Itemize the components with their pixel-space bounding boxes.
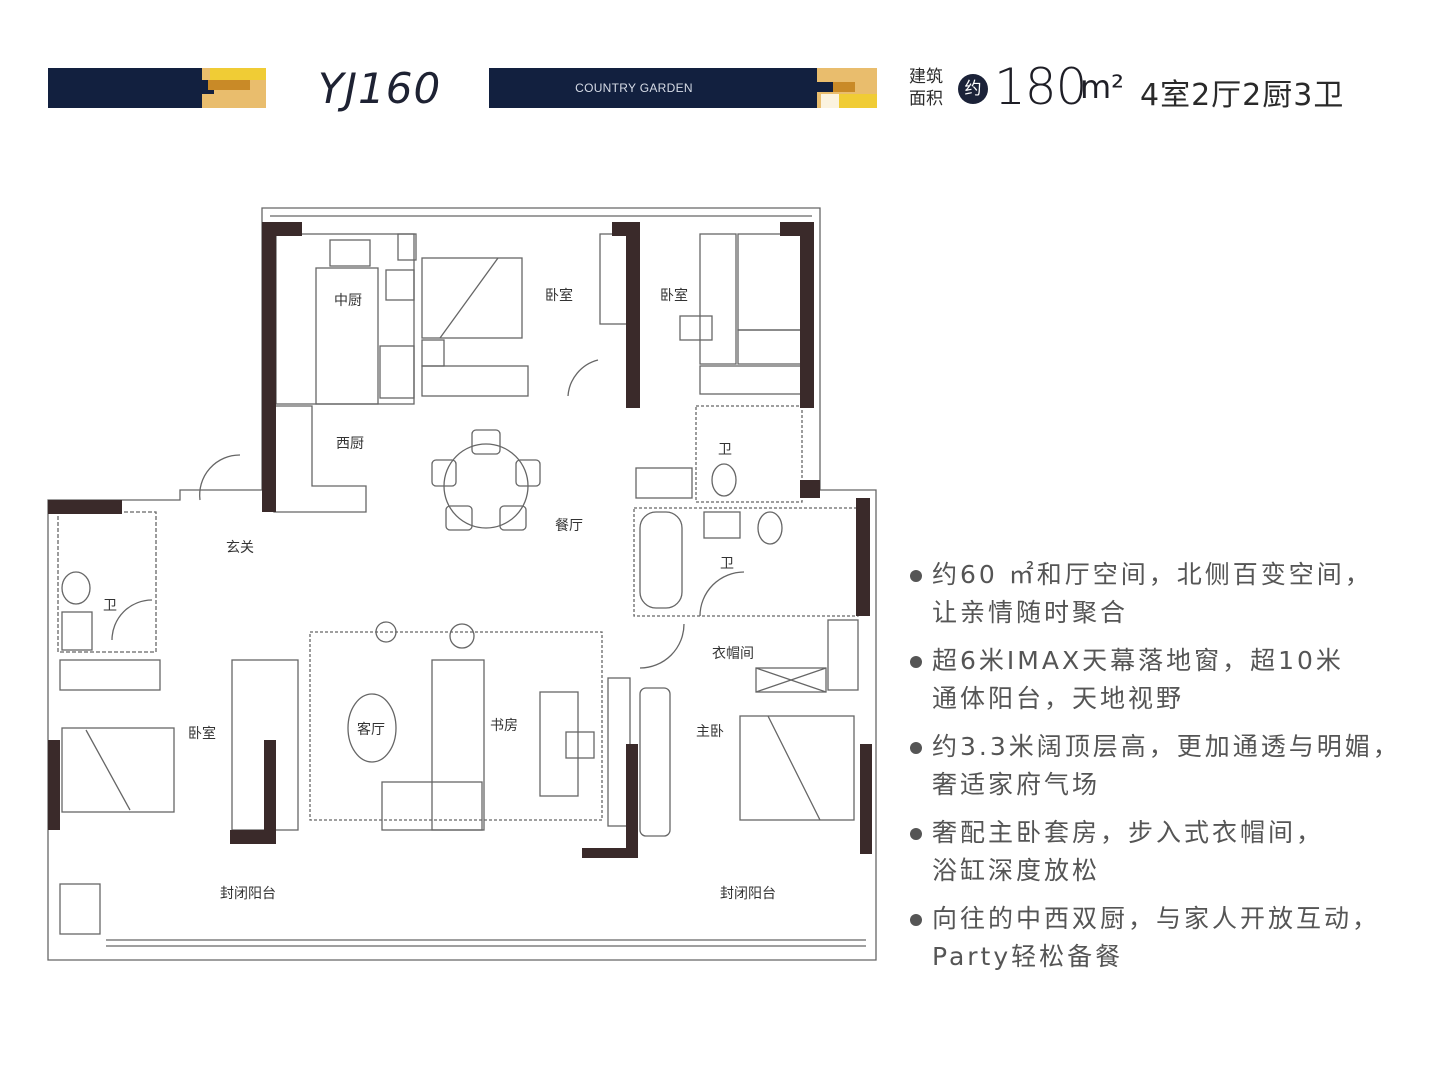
brand-banner: COUNTRY GARDEN: [489, 68, 877, 108]
feature-item: 约3.3米阔顶层高，更加通透与明媚， 奢适家府气场: [908, 728, 1428, 804]
room-label-dining: 餐厅: [555, 518, 583, 534]
feature-text: 向往的中西双厨，与家人开放互动，: [932, 904, 1381, 933]
feature-item: 超6米IMAX天幕落地窗，超10米 通体阳台，天地视野: [908, 642, 1428, 718]
room-label-bath-master: 卫: [720, 556, 734, 572]
feature-text: 浴缸深度放松: [932, 856, 1101, 885]
room-label-bedroom-north-1: 卧室: [545, 287, 573, 304]
room-layout: 4室2厅2厨3卫: [1140, 78, 1345, 113]
area-label-line1: 建筑: [909, 67, 943, 87]
room-label-balcony-east: 封闭阳台: [720, 886, 776, 902]
feature-text: 奢适家府气场: [932, 770, 1101, 799]
brand-color-bar-left: [48, 68, 266, 108]
feature-list: 约60 ㎡和厅空间，北侧百变空间， 让亲情随时聚合 超6米IMAX天幕落地窗，超…: [908, 556, 1428, 986]
area-unit: m²: [1080, 68, 1124, 106]
room-label-chinese-kitchen: 中厨: [334, 293, 362, 309]
model-code: YJ160: [318, 64, 442, 113]
feature-text: 让亲情随时聚合: [932, 598, 1129, 627]
room-label-balcony-west: 封闭阳台: [220, 886, 276, 902]
area-label-line2: 面积: [909, 89, 943, 109]
room-label-bedroom-north-2: 卧室: [660, 287, 688, 304]
brand-name: COUNTRY GARDEN: [575, 81, 693, 95]
room-label-bath-west: 卫: [103, 598, 117, 614]
feature-item: 约60 ㎡和厅空间，北侧百变空间， 让亲情随时聚合: [908, 556, 1428, 632]
feature-text: Party轻松备餐: [932, 942, 1124, 971]
room-label-western-kitchen: 西厨: [336, 436, 364, 452]
feature-text: 约60 ㎡和厅空间，北侧百变空间，: [932, 560, 1373, 589]
room-label-living: 客厅: [357, 721, 385, 738]
room-label-bath-north: 卫: [718, 442, 732, 458]
room-label-master-bedroom: 主卧: [696, 724, 724, 740]
area-value: 180: [994, 58, 1087, 116]
room-label-bedroom-west: 卧室: [188, 725, 216, 742]
feature-item: 奢配主卧套房，步入式衣帽间， 浴缸深度放松: [908, 814, 1428, 890]
feature-item: 向往的中西双厨，与家人开放互动， Party轻松备餐: [908, 900, 1428, 976]
area-label: 建筑 面积: [909, 66, 943, 110]
room-label-entrance: 玄关: [226, 539, 254, 556]
feature-text: 通体阳台，天地视野: [932, 684, 1185, 713]
approx-badge: 约: [958, 74, 988, 104]
room-label-study: 书房: [490, 718, 518, 734]
feature-text: 超6米IMAX天幕落地窗，超10米: [932, 646, 1344, 675]
feature-text: 奢配主卧套房，步入式衣帽间，: [932, 818, 1325, 847]
feature-text: 约3.3米阔顶层高，更加通透与明媚，: [932, 732, 1401, 761]
room-label-walk-in-closet: 衣帽间: [712, 646, 754, 662]
